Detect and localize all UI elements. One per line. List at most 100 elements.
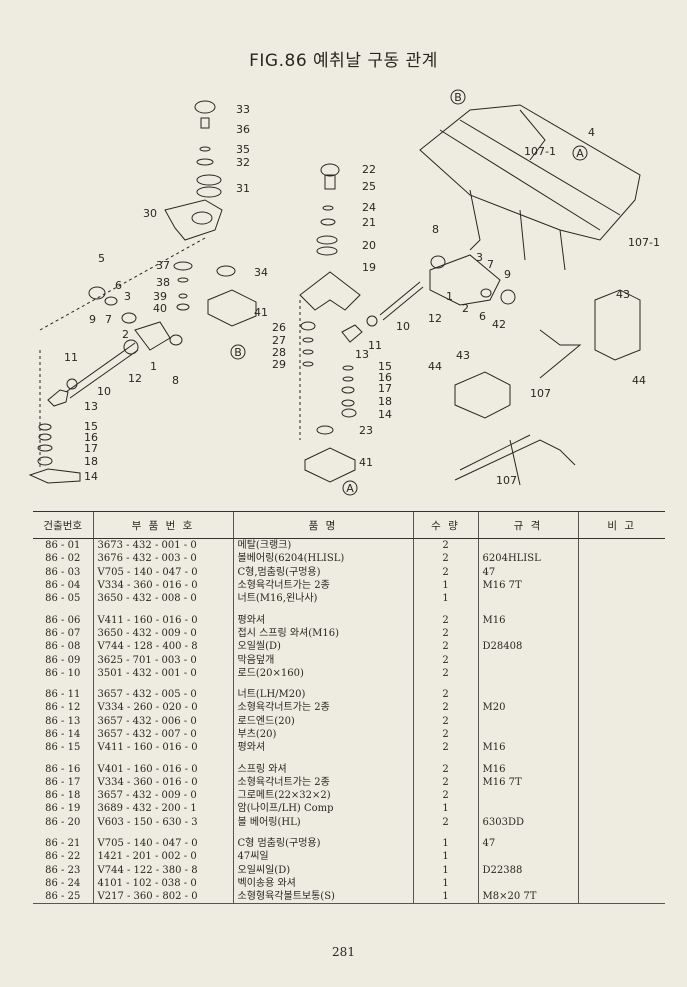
callout-34: 34 [254, 266, 268, 279]
cell-remarks [577, 741, 665, 755]
spacer-cell [477, 828, 578, 837]
callout-21: 21 [362, 216, 376, 229]
cell-quantity: 2 [412, 687, 478, 702]
cell-ref-number: 86 - 22 [45, 851, 81, 863]
cell-ref-number: 86 - 11 [45, 689, 81, 701]
callout-42b: 107-1 [628, 236, 660, 249]
callout-20: 20 [362, 239, 376, 252]
center-arm-assembly [299, 163, 424, 483]
callout-9: 9 [89, 313, 96, 326]
cell-ref-number: 86 - 24 [45, 877, 81, 889]
cell-part-name: 너트(M16,왼나사) [232, 592, 413, 606]
callout-10: 10 [97, 385, 111, 398]
row-spacer [33, 754, 665, 763]
cell-spec: M20 [477, 701, 578, 715]
cell-part-number: V744 - 122 - 380 - 8 [92, 863, 233, 877]
callout-32: 32 [236, 156, 250, 169]
callout-12: 12 [128, 372, 142, 385]
cell-spec: D28408 [477, 640, 578, 654]
cell-spec: 47 [477, 565, 578, 579]
callout-44: 44 [632, 374, 646, 387]
callout-17: 17 [84, 442, 98, 455]
callout-28: 28 [272, 346, 286, 359]
view-marker-a-bottom: A [342, 480, 358, 496]
callout-4: 42 [492, 318, 506, 331]
cell-part-number: V334 - 360 - 016 - 0 [92, 775, 233, 790]
cell-part-number: 3676 - 432 - 003 - 0 [92, 552, 233, 566]
cell-remarks [577, 762, 665, 776]
callout-23: 23 [359, 424, 373, 437]
cell-part-name: 막음덮개 [232, 653, 413, 667]
callout-9b: 9 [504, 268, 511, 281]
table-header-row: 건출번호 부 품 번 호 품 명 수 량 규 격 비 고 [33, 511, 665, 539]
spacer-cell [577, 754, 665, 763]
cell-part-name: 암(나이프/LH) Comp [232, 802, 413, 816]
cell-remarks [577, 578, 665, 593]
spacer-cell [412, 754, 478, 763]
cell-remarks [577, 626, 665, 641]
cell-part-number: 3689 - 432 - 200 - 1 [92, 802, 233, 816]
callout-3b: 3 [476, 251, 483, 264]
callout-5: 5 [98, 252, 105, 265]
cell-part-name: 부츠(20) [232, 727, 413, 742]
callout-14: 14 [84, 470, 98, 483]
cell-quantity: 1 [412, 863, 478, 877]
cell-part-number: 3657 - 432 - 007 - 0 [92, 727, 233, 742]
spacer-cell [33, 605, 93, 613]
cell-part-number: 3650 - 432 - 009 - 0 [92, 626, 233, 641]
cell-ref-number: 86 - 20 [45, 816, 81, 828]
callout-7: 7 [105, 313, 112, 326]
cell-spec [477, 850, 578, 864]
callout-13b: 13 [355, 348, 369, 361]
cell-remarks [577, 815, 665, 829]
cell-part-number: 3657 - 432 - 005 - 0 [92, 687, 233, 702]
cell-remarks [577, 727, 665, 742]
cell-spec [477, 653, 578, 667]
callout-16b: 16 [378, 371, 392, 384]
cell-spec: D22388 [477, 863, 578, 877]
callout-15b: 15 [378, 360, 392, 373]
header-quantity: 수 량 [412, 511, 478, 539]
cell-quantity: 2 [412, 741, 478, 755]
cell-part-name: 스프링 와셔 [232, 762, 413, 776]
callout-8: 8 [172, 374, 179, 387]
cell-ref-number: 86 - 07 [45, 627, 81, 639]
spacer-cell [33, 829, 93, 837]
view-marker-label: B [454, 91, 462, 104]
cell-ref-number: 86 - 15 [45, 742, 81, 754]
cell-part-number: 3625 - 701 - 003 - 0 [92, 653, 233, 667]
callout-6b: 6 [479, 310, 486, 323]
cell-part-name: 벡이송용 와셔 [232, 876, 413, 891]
cell-part-name: 너트(LH/M20) [232, 687, 413, 702]
header-part-name: 품 명 [232, 511, 413, 539]
cell-quantity: 2 [412, 613, 478, 627]
callout-39: 39 [153, 290, 167, 303]
spacer-cell [477, 754, 578, 763]
spacer-cell [577, 679, 665, 688]
cell-spec: M16 7T [477, 775, 578, 790]
cell-part-name: 오일씰(D) [232, 640, 413, 654]
view-marker-label: B [234, 346, 242, 359]
exploded-parts-diagram: B A B A 33 36 35 32 31 30 5 6 9 7 37 38 [28, 89, 660, 496]
cell-ref-number: 86 - 09 [45, 654, 81, 666]
cell-part-name: 평와셔 [232, 613, 413, 627]
callout-31: 31 [236, 182, 250, 195]
cell-part-number: V334 - 260 - 020 - 0 [92, 701, 233, 715]
cell-remarks [577, 789, 665, 803]
cell-quantity: 2 [412, 640, 478, 654]
callout-3: 3 [124, 290, 131, 303]
cell-part-number: V705 - 140 - 047 - 0 [92, 836, 233, 851]
cell-quantity: 2 [412, 565, 478, 579]
callout-16: 16 [84, 431, 98, 444]
callout-27: 27 [272, 334, 286, 347]
spacer-cell [477, 679, 578, 688]
